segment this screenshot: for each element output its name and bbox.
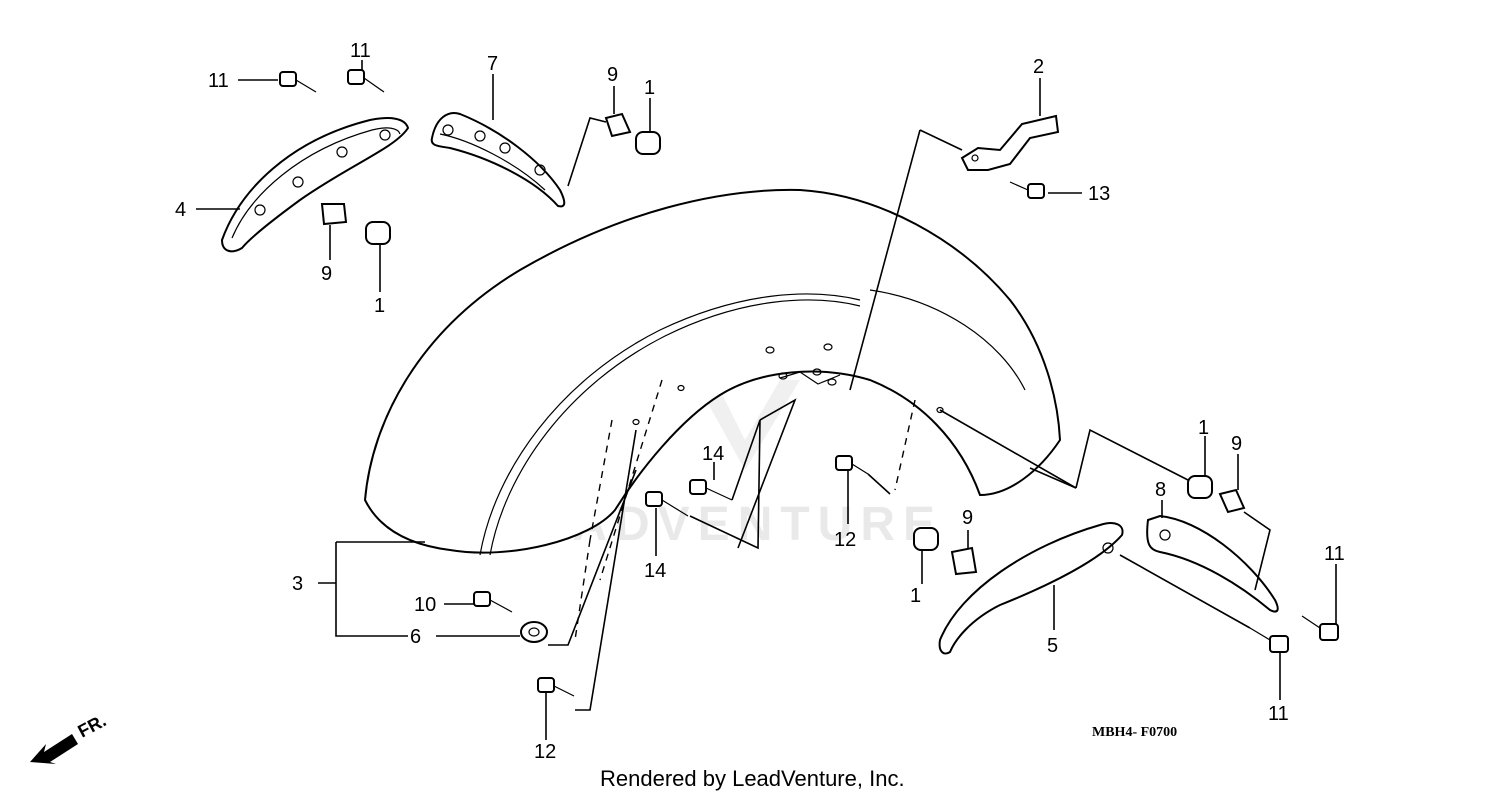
- bolt-11-a: [279, 71, 317, 93]
- clip-nut-9-b: [604, 112, 632, 138]
- bolt-12-a: [835, 455, 869, 475]
- callout-4: 4: [175, 199, 186, 221]
- grommet-1-d: [913, 527, 939, 551]
- bolt-14-b: [645, 491, 689, 517]
- fender-trim-right: [938, 522, 1124, 655]
- diagram-code: MBH4- F0700: [1092, 725, 1177, 740]
- callout-14-lower: 14: [644, 560, 666, 582]
- callout-11-right-upper: 11: [1324, 543, 1345, 565]
- clip-nut-9-c: [1218, 488, 1246, 514]
- callout-2: 2: [1033, 56, 1044, 78]
- fender-trim-rear: [1146, 514, 1279, 613]
- bolt-11-c: [1249, 627, 1289, 653]
- clip-nut-9-a: [320, 203, 348, 226]
- callout-1-left: 1: [374, 295, 385, 317]
- callout-11-right-lower: 11: [1268, 703, 1289, 725]
- callout-14-upper: 14: [702, 443, 724, 465]
- bolt-14-a: [689, 479, 733, 501]
- grommet-1-c: [1187, 475, 1213, 499]
- bolt-13: [1009, 181, 1045, 199]
- bolt-11-d: [1301, 615, 1339, 641]
- grommet-1-b: [635, 131, 661, 155]
- callout-5: 5: [1047, 635, 1058, 657]
- callout-7: 7: [487, 53, 498, 75]
- fender-trim-left: [220, 117, 410, 253]
- bracket-part-2: [960, 114, 1060, 171]
- callout-9-top: 9: [607, 64, 618, 86]
- callout-9-center: 9: [962, 507, 973, 529]
- front-direction-arrow: FR.: [30, 710, 109, 764]
- hardware-parts: [279, 69, 1339, 697]
- callout-labels: 11 11 7 9 1 2 13 4 9 1 14 12 1 9 8 11 3 …: [175, 40, 1345, 763]
- callout-6: 6: [410, 626, 421, 648]
- fender-trim-center: [430, 112, 566, 208]
- callout-3: 3: [292, 573, 303, 595]
- callout-10: 10: [414, 594, 436, 616]
- front-fender: [363, 188, 1062, 556]
- leader-lines: [196, 60, 1337, 740]
- clip-nut-9-d: [950, 546, 978, 576]
- callout-8: 8: [1155, 479, 1166, 501]
- callout-12-bottom: 12: [534, 741, 556, 763]
- washer-6: [520, 621, 548, 643]
- footer-credit: Rendered by LeadVenture, Inc.: [600, 766, 905, 791]
- grommet-1-a: [365, 221, 391, 245]
- bolt-11-b: [347, 69, 385, 93]
- callout-11-top: 11: [350, 40, 371, 62]
- fr-label: FR.: [74, 710, 109, 741]
- callout-9-right: 9: [1231, 433, 1242, 455]
- callout-1-right: 1: [1198, 417, 1209, 439]
- callout-9-left: 9: [321, 263, 332, 285]
- callout-1-center: 1: [910, 585, 921, 607]
- callout-12-center: 12: [834, 529, 856, 551]
- bolt-12-b: [537, 677, 575, 697]
- callout-1-top: 1: [644, 77, 655, 99]
- callout-13: 13: [1088, 183, 1110, 205]
- bolt-10: [473, 591, 513, 613]
- callout-11-topleft: 11: [208, 70, 229, 92]
